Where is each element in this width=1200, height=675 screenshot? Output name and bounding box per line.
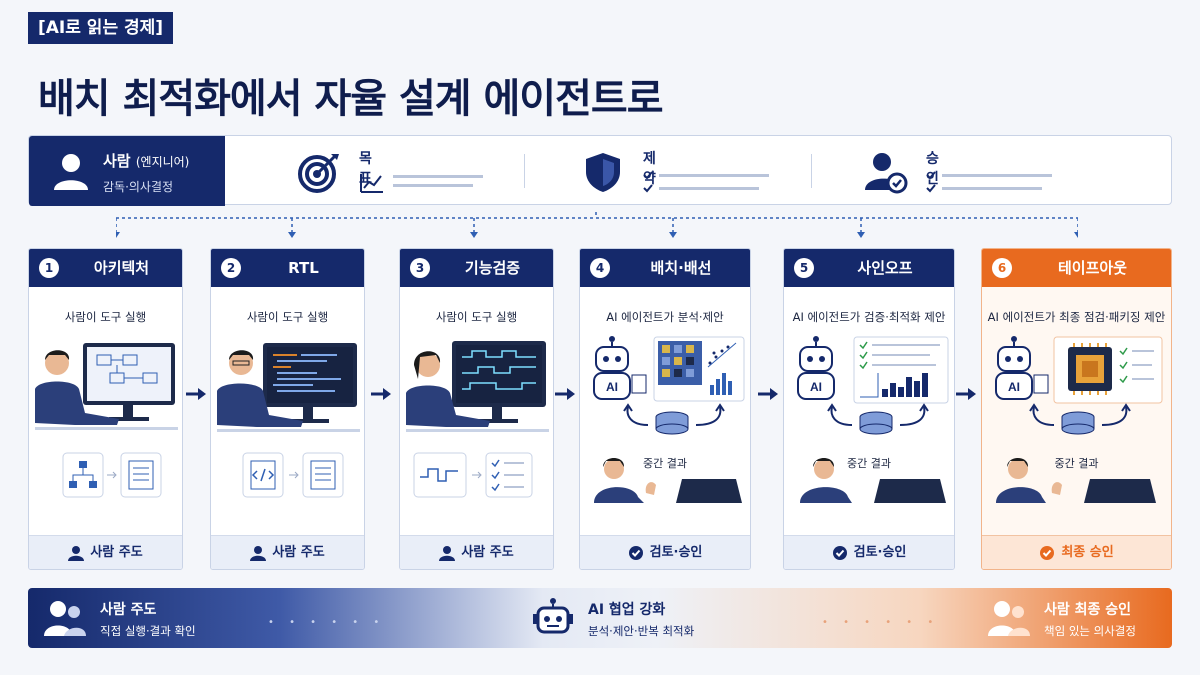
flow-arrow-icon bbox=[371, 388, 391, 400]
summary-ai-collab: AI 협업 강화 분석·제안·반복 최적화 bbox=[532, 588, 762, 648]
person-icon bbox=[439, 545, 456, 561]
svg-text:AI: AI bbox=[1008, 380, 1020, 394]
intermediate-result-label: 중간 결과 bbox=[643, 457, 687, 470]
summary-subtitle: 책임 있는 의사결정 bbox=[1044, 624, 1136, 638]
flow-arrow-icon bbox=[956, 388, 976, 400]
svg-text:AI: AI bbox=[810, 380, 822, 394]
stage-footer: 검토·승인 bbox=[784, 535, 954, 569]
checklist-icon bbox=[643, 171, 769, 193]
stage-subtitle: 사람이 도구 실행 bbox=[435, 310, 518, 324]
summary-human-led: 사람 주도 직접 실행·결과 확인 bbox=[44, 588, 264, 648]
chart-mini-icon bbox=[360, 174, 483, 193]
stage-title: 테이프아웃 bbox=[1057, 259, 1127, 277]
stage-card-verification: 3 기능검증 사람이 도구 실행 사람 주도 bbox=[399, 248, 554, 570]
check-circle-icon bbox=[628, 545, 643, 560]
stage-header: 5 사인오프 bbox=[784, 249, 954, 287]
person-icon bbox=[250, 545, 267, 561]
ai-agent-verification-illustration: AI bbox=[797, 336, 949, 503]
target-icon bbox=[298, 154, 339, 193]
summary-title: AI 협업 강화 bbox=[588, 602, 666, 618]
stage-number: 2 bbox=[221, 258, 241, 278]
engineer-waveform-illustration bbox=[406, 341, 549, 498]
stage-subtitle: AI 에이전트가 검증·최적화 제안 bbox=[792, 310, 946, 324]
control-banner: 사람 (엔지니어) 감독·의사결정 목표 제약 bbox=[28, 135, 1172, 206]
person-icon bbox=[54, 154, 88, 190]
ai-agent-packaging-illustration: AI bbox=[995, 336, 1163, 503]
constraint-label: 제약 bbox=[643, 151, 656, 187]
divider bbox=[811, 154, 812, 188]
stage-title: 아키텍처 bbox=[93, 259, 150, 277]
stage-card-tapeout: 6 테이프아웃 AI 에이전트가 최종 점검·패키징 제안 AI 중 bbox=[981, 248, 1172, 570]
constraint-lines bbox=[643, 170, 773, 200]
checklist-icon bbox=[926, 171, 1052, 193]
page-title: 배치 최적화에서 자율 설계 에이전트로 bbox=[38, 76, 664, 122]
stage-card-rtl: 2 RTL 사람이 도구 실행 사람 주도 bbox=[210, 248, 365, 570]
robot-icon: AI bbox=[995, 336, 1049, 400]
robot-icon: AI bbox=[593, 336, 647, 400]
stage-subtitle: AI 에이전트가 분석·제안 bbox=[606, 310, 724, 324]
section-tag: [AI로 읽는 경제] bbox=[28, 12, 174, 44]
approval-lines bbox=[926, 170, 1056, 200]
flow-arrow-icon bbox=[186, 388, 206, 400]
ai-agent-analysis-illustration: AI bbox=[593, 336, 745, 503]
engineer-subtitle: 감독·의사결정 bbox=[103, 180, 174, 194]
robot-icon: AI bbox=[797, 336, 835, 400]
summary-title: 사람 최종 승인 bbox=[1044, 602, 1132, 618]
check-circle-icon bbox=[1040, 545, 1055, 560]
stage-card-place-route: 4 배치·배선 AI 에이전트가 분석·제안 AI 중간 bbox=[579, 248, 751, 570]
approval-label: 승인 bbox=[926, 151, 939, 187]
divider bbox=[524, 154, 525, 188]
stage-footer: 사람 주도 bbox=[211, 535, 364, 569]
stage-number: 6 bbox=[992, 258, 1012, 278]
stage-header: 2 RTL bbox=[211, 249, 364, 287]
shield-icon bbox=[586, 153, 620, 192]
person-icon bbox=[68, 545, 85, 561]
goal-lines bbox=[359, 170, 489, 200]
engineer-coding-illustration bbox=[217, 343, 360, 498]
engineer-panel: 사람 (엔지니어) 감독·의사결정 bbox=[29, 136, 225, 206]
user-check-icon bbox=[865, 153, 908, 194]
stage-number: 4 bbox=[590, 258, 610, 278]
stage-title: RTL bbox=[288, 259, 319, 277]
stage-number: 1 bbox=[39, 258, 59, 278]
stage-footer: 사람 주도 bbox=[400, 535, 553, 569]
chip-icon bbox=[1068, 343, 1112, 395]
people-icon bbox=[988, 601, 1030, 636]
engineer-title: 사람 (엔지니어) bbox=[103, 152, 190, 170]
flow-arrow-icon bbox=[555, 388, 575, 400]
summary-subtitle: 분석·제안·반복 최적화 bbox=[588, 624, 695, 638]
intermediate-result-label: 중간 결과 bbox=[1054, 457, 1099, 470]
stage-header: 3 기능검증 bbox=[400, 249, 553, 287]
intermediate-result-label: 중간 결과 bbox=[847, 457, 891, 470]
flow-arrow-icon bbox=[758, 388, 778, 400]
stage-footer: 사람 주도 bbox=[29, 535, 182, 569]
summary-subtitle: 직접 실행·결과 확인 bbox=[100, 624, 196, 638]
stage-number: 3 bbox=[410, 258, 430, 278]
dots-divider: • • • • • • bbox=[822, 617, 940, 628]
stage-footer: 검토·승인 bbox=[580, 535, 750, 569]
summary-bar: 사람 주도 직접 실행·결과 확인 • • • • • • AI 협업 강화 분… bbox=[28, 588, 1172, 648]
stage-number: 5 bbox=[794, 258, 814, 278]
stage-subtitle: 사람이 도구 실행 bbox=[64, 310, 147, 324]
stage-title: 사인오프 bbox=[857, 259, 913, 277]
stage-subtitle: AI 에이전트가 최종 점검·패키징 제안 bbox=[987, 310, 1166, 324]
stage-footer: 최종 승인 bbox=[982, 535, 1171, 569]
stage-header: 6 테이프아웃 bbox=[982, 249, 1171, 287]
stage-subtitle: 사람이 도구 실행 bbox=[246, 310, 329, 324]
stage-card-signoff: 5 사인오프 AI 에이전트가 검증·최적화 제안 AI 중간 결과 검토·승인 bbox=[783, 248, 955, 570]
stage-header: 4 배치·배선 bbox=[580, 249, 750, 287]
stage-card-architecture: 1 아키텍처 사람이 도구 실행 사람 주도 bbox=[28, 248, 183, 570]
check-circle-icon bbox=[832, 545, 847, 560]
engineer-at-monitor-illustration bbox=[35, 343, 178, 498]
stage-title: 배치·배선 bbox=[650, 259, 712, 277]
stage-title: 기능검증 bbox=[464, 259, 521, 277]
banner-connector bbox=[116, 212, 1078, 238]
summary-title: 사람 주도 bbox=[100, 602, 157, 618]
stage-header: 1 아키텍처 bbox=[29, 249, 182, 287]
robot-icon bbox=[533, 598, 573, 634]
svg-text:AI: AI bbox=[606, 380, 618, 394]
people-icon bbox=[44, 601, 86, 636]
dots-divider: • • • • • • bbox=[268, 617, 386, 628]
summary-final-approval: 사람 최종 승인 책임 있는 의사결정 bbox=[988, 588, 1168, 648]
